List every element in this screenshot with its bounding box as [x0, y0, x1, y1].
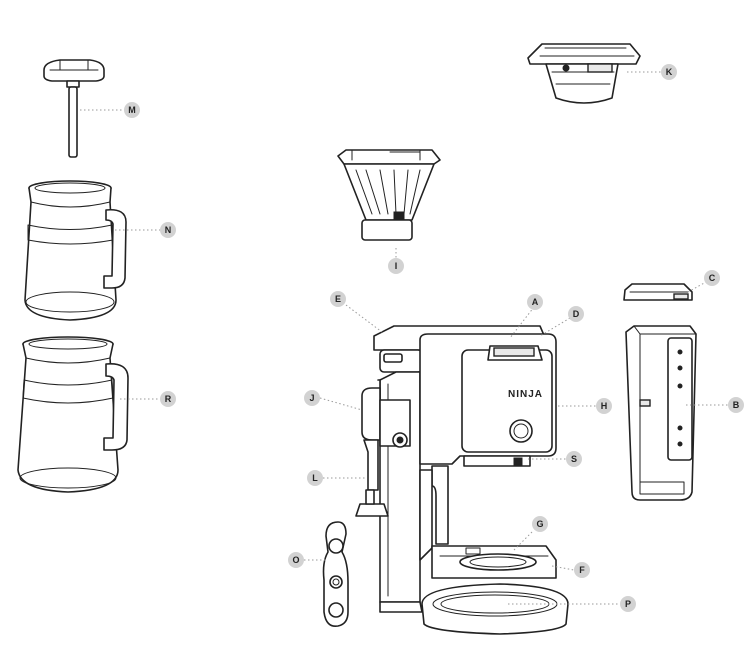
label-j: J: [304, 390, 320, 406]
label-b: B: [728, 397, 744, 413]
label-s: S: [566, 451, 582, 467]
label-o: O: [288, 552, 304, 568]
label-h: H: [596, 398, 612, 414]
part-j-l-frother-arm: [355, 387, 411, 517]
label-i: I: [388, 258, 404, 274]
part-o-measuring-scoop: [322, 521, 349, 628]
label-c: C: [704, 270, 720, 286]
coffee-maker-base-unit: NINJA: [373, 325, 569, 635]
label-l: L: [307, 470, 323, 486]
label-m: M: [124, 102, 140, 118]
part-c-reservoir-lid: [623, 283, 693, 301]
brand-logo: NINJA: [508, 389, 543, 400]
label-n: N: [160, 222, 176, 238]
leader-lines: [80, 71, 728, 605]
label-g: G: [532, 516, 548, 532]
label-k: K: [661, 64, 677, 80]
part-k-pod-adapter: [527, 43, 641, 104]
label-e: E: [330, 291, 346, 307]
label-f: F: [574, 562, 590, 578]
part-b-water-reservoir: [625, 325, 697, 501]
part-r-thermal-carafe: [17, 336, 129, 493]
label-r: R: [160, 391, 176, 407]
part-i-brew-basket: [337, 149, 441, 241]
part-n-carafe: [24, 180, 127, 321]
label-d: D: [568, 306, 584, 322]
label-p: P: [620, 596, 636, 612]
part-m-frother: [43, 59, 105, 158]
label-a: A: [527, 294, 543, 310]
